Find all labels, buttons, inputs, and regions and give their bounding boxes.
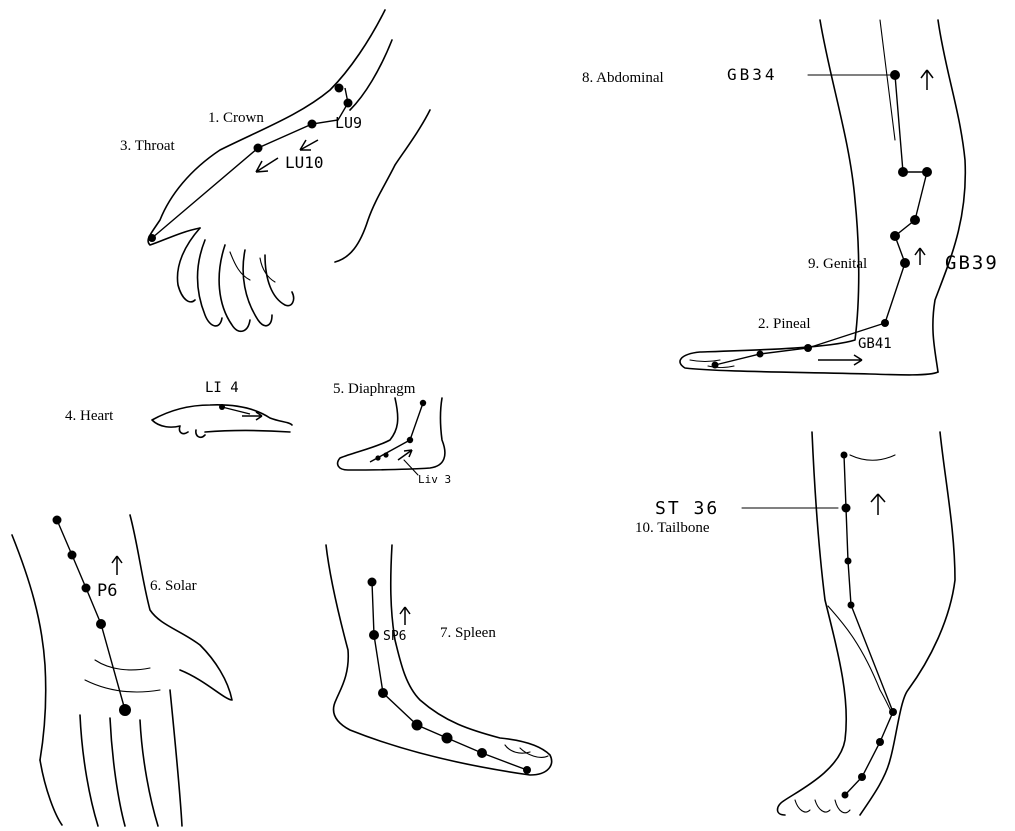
foot-spleen-figure: SP6 7. Spleen [326,545,552,775]
point-dot [148,234,156,242]
point-lu10: LU10 [285,153,324,172]
label-pineal: 2. Pineal [758,316,811,332]
point-dot [344,99,353,108]
st36-dot [842,504,851,513]
point-dot [412,720,423,731]
lu-arrow-2 [256,158,278,172]
gb34-dot [890,70,900,80]
point-dot [890,231,900,241]
label-genital: 9. Genital [808,256,867,272]
label-diaphragm: 5. Diaphragm [333,381,416,397]
point-lu9: LU9 [335,114,362,132]
point-dot [757,351,764,358]
foot-spleen-toes [505,745,548,757]
point-dot [523,766,531,774]
point-sp6: SP6 [383,629,406,644]
st-arrow [871,494,885,515]
foot-diaphragm-figure: 5. Diaphragm Liv 3 [333,381,451,486]
hand-crown-knuckles [230,252,275,282]
label-tailbone: 10. Tailbone [635,520,710,536]
point-dot [378,688,388,698]
point-dot [335,84,344,93]
point-dot [368,578,377,587]
point-li4: LI 4 [205,380,239,396]
li4-dot [219,404,225,410]
point-dot [375,455,380,460]
leg-st-toes [795,800,850,813]
point-dot [96,619,106,629]
hand-crown-outline-wrist [335,40,430,262]
point-dot [858,773,866,781]
lu-arrow-1 [300,140,318,150]
point-st36: ST 36 [655,498,719,519]
point-dot [407,437,413,443]
sp6-dot [369,630,379,640]
gb-arrow-up-2 [915,248,925,265]
point-dot [119,704,131,716]
foot-spleen-outline [326,545,552,775]
point-dot [842,792,849,799]
point-dot [910,215,920,225]
point-dot [876,738,884,746]
point-dot [898,167,908,177]
label-heart: 4. Heart [65,408,114,424]
point-gb41: GB41 [858,336,892,352]
point-gb39: GB39 [945,252,999,274]
p6-dot [82,584,91,593]
point-dot [841,452,848,459]
gb-arrow-right [818,355,862,365]
point-dot [254,144,263,153]
wrist-crease [85,660,160,692]
point-dot [68,551,77,560]
gb41-dot [804,344,812,352]
gb-meridian-line [715,75,927,365]
point-dot [922,167,932,177]
p-meridian-line [57,520,125,710]
sp-arrow [400,607,410,625]
leg-st-figure: ST 36 10. Tailbone [635,432,955,815]
wrist-solar-figure: P6 6. Solar [12,515,232,826]
hand-crown-fingers [177,228,293,331]
gb39-dot [900,258,910,268]
foot-diaphragm-outline [338,398,445,470]
hand-heart-figure: 4. Heart LI 4 [65,380,292,437]
point-dot [477,748,487,758]
lu9-dot [308,120,317,129]
point-dot [420,400,426,406]
point-dot [442,733,453,744]
point-dot [383,452,388,457]
leg-gb-outline-front [933,20,965,372]
label-spleen: 7. Spleen [440,625,496,641]
leg-st-details [828,455,895,715]
point-dot [712,362,719,369]
label-throat: 3. Throat [120,138,176,154]
wrist-solar-fingers [40,690,182,826]
point-dot [881,319,889,327]
liv-arrow [398,450,412,460]
leg-st-outline [778,432,956,815]
liv-leader [404,460,418,475]
point-liv3: Liv 3 [418,473,451,486]
leg-gb-figure: 8. Abdominal GB34 9. Genital GB39 2. Pin… [582,20,999,375]
point-dot [53,516,62,525]
point-dot [845,558,852,565]
point-dot [889,708,897,716]
label-abdominal: 8. Abdominal [582,70,664,86]
point-gb34: GB34 [727,65,778,84]
liv-meridian-line [370,403,423,462]
st-meridian-line [844,455,893,795]
hand-crown-figure: 1. Crown 3. Throat LU9 LU10 [120,10,430,331]
point-p6: P6 [97,581,117,601]
label-crown: 1. Crown [208,110,264,126]
p-arrow [112,556,122,575]
gb-arrow-up-1 [921,70,933,90]
point-dot [848,602,855,609]
wrist-solar-outline-arm [12,515,232,760]
label-solar: 6. Solar [150,578,197,594]
